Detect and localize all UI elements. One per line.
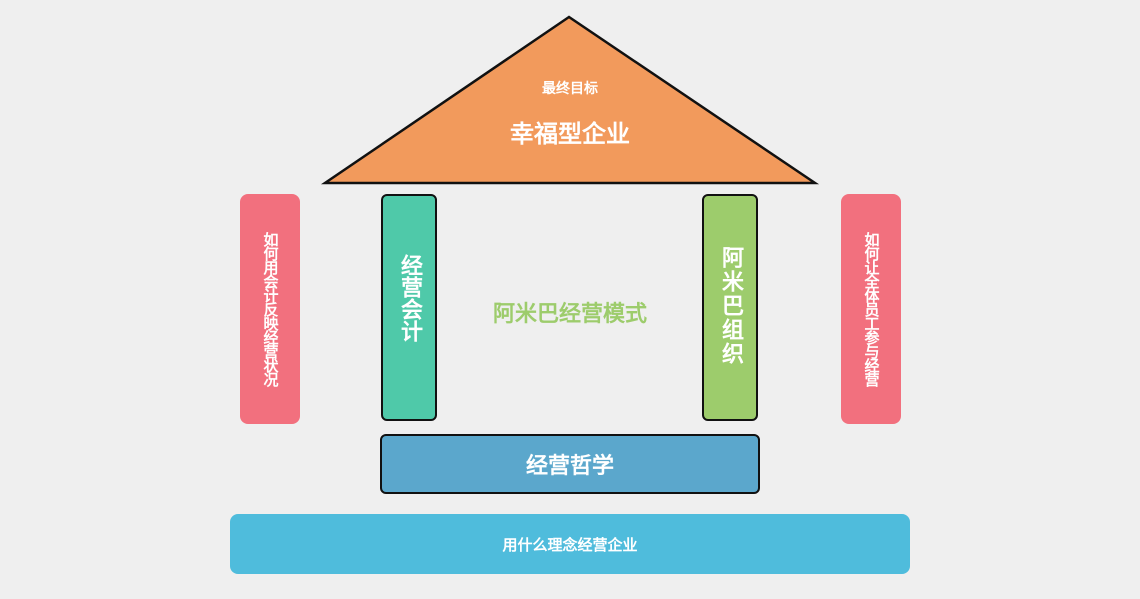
right-side-box: 如何让全体员工参与经营	[841, 194, 901, 424]
base-bar: 用什么理念经营企业	[230, 514, 910, 574]
foundation-label: 经营哲学	[525, 454, 614, 479]
left-side-label: 如何用会计反映经营状况	[261, 232, 280, 386]
left-side-box: 如何用会计反映经营状况	[240, 194, 300, 424]
foundation-philosophy: 经营哲学	[380, 434, 760, 494]
pillar-amoeba-organization: 阿米巴组织	[702, 194, 758, 421]
pillar-accounting-label: 经营会计	[397, 254, 422, 342]
roof-subtitle: 最终目标	[542, 81, 598, 97]
center-model-label: 阿米巴经营模式	[492, 302, 647, 327]
roof-title: 幸福型企业	[510, 120, 630, 148]
right-side-label: 如何让全体员工参与经营	[862, 232, 881, 386]
pillar-accounting: 经营会计	[381, 194, 437, 421]
base-label: 用什么理念经营企业	[502, 535, 638, 554]
pillar-amoeba-organization-label: 阿米巴组织	[718, 246, 743, 366]
